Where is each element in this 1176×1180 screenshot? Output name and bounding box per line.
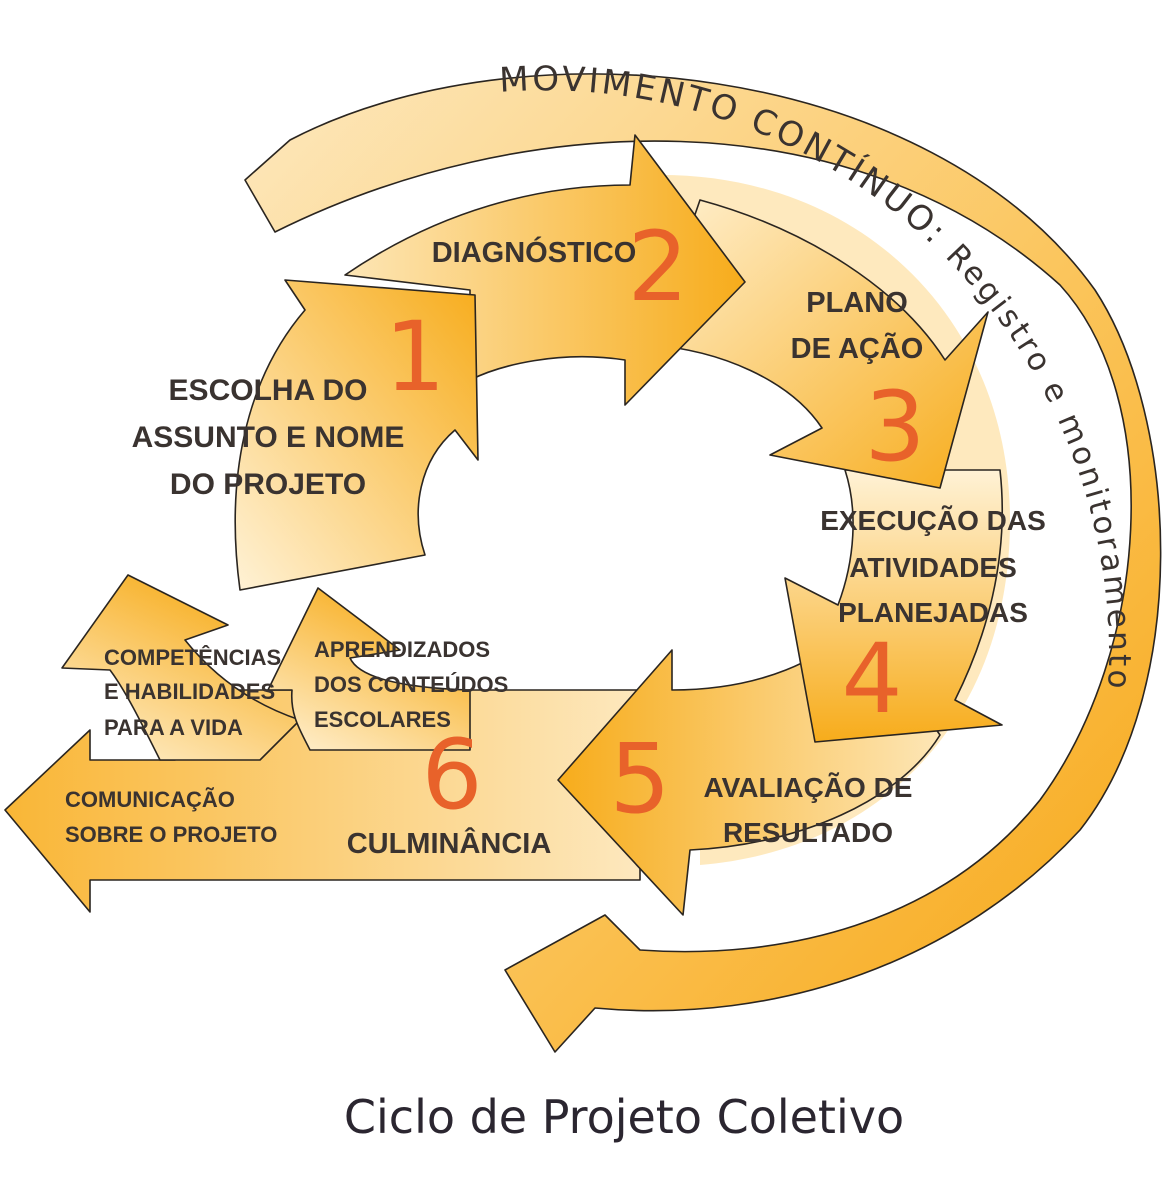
step-5-label: AVALIAÇÃO DE RESULTADO: [704, 772, 913, 848]
svg-text:DIAGNÓSTICO: DIAGNÓSTICO: [432, 235, 637, 269]
svg-text:CULMINÂNCIA: CULMINÂNCIA: [347, 826, 552, 860]
svg-text:ATIVIDADES: ATIVIDADES: [849, 552, 1017, 583]
svg-text:E HABILIDADES: E HABILIDADES: [104, 679, 275, 704]
diagram-caption: Ciclo de Projeto Coletivo: [344, 1090, 904, 1144]
svg-text:COMUNICAÇÃO: COMUNICAÇÃO: [65, 787, 235, 812]
svg-text:COMPETÊNCIAS: COMPETÊNCIAS: [104, 645, 281, 670]
arrow-aprendizados: [267, 587, 471, 751]
step-1-number: 1: [384, 301, 445, 413]
step-3-label: PLANO DE AÇÃO: [791, 287, 924, 365]
svg-text:AVALIAÇÃO DE: AVALIAÇÃO DE: [704, 772, 913, 803]
step-5-number: 5: [609, 723, 670, 835]
svg-text:PLANO: PLANO: [806, 287, 908, 319]
svg-text:PARA A VIDA: PARA A VIDA: [104, 715, 243, 740]
svg-text:DOS CONTEÚDOS: DOS CONTEÚDOS: [314, 672, 508, 697]
svg-text:APRENDIZADOS: APRENDIZADOS: [314, 637, 490, 662]
output-competencias-label: COMPETÊNCIAS E HABILIDADES PARA A VIDA: [104, 645, 281, 740]
output-comunicacao-label: COMUNICAÇÃO SOBRE O PROJETO: [65, 787, 277, 847]
svg-text:DE AÇÃO: DE AÇÃO: [791, 331, 924, 365]
svg-text:DO PROJETO: DO PROJETO: [170, 468, 366, 501]
step-6-label: CULMINÂNCIA: [347, 826, 552, 860]
step-2-label: DIAGNÓSTICO: [432, 235, 637, 269]
arrow-4: [784, 469, 1003, 743]
svg-text:ESCOLHA DO: ESCOLHA DO: [169, 374, 368, 407]
step-2-number: 2: [627, 211, 688, 323]
svg-text:EXECUÇÃO DAS: EXECUÇÃO DAS: [820, 505, 1046, 536]
svg-text:SOBRE O PROJETO: SOBRE O PROJETO: [65, 822, 277, 847]
arrow-2: [344, 134, 746, 406]
outer-continuous-arrow: [244, 73, 1162, 1053]
output-aprendizados-label: APRENDIZADOS DOS CONTEÚDOS ESCOLARES: [314, 637, 508, 732]
step-3-number: 3: [864, 371, 925, 483]
arrow-1: [234, 279, 479, 591]
svg-text:RESULTADO: RESULTADO: [723, 817, 893, 848]
arrow-competencias: [61, 574, 301, 761]
svg-text:PLANEJADAS: PLANEJADAS: [838, 597, 1028, 628]
step-4-label: EXECUÇÃO DAS ATIVIDADES PLANEJADAS: [820, 505, 1046, 628]
step-6-number: 6: [421, 719, 482, 831]
step-4-number: 4: [841, 623, 902, 735]
step-1-label: ESCOLHA DO ASSUNTO E NOME DO PROJETO: [132, 374, 405, 501]
svg-text:ESCOLARES: ESCOLARES: [314, 707, 451, 732]
svg-text:ASSUNTO E NOME: ASSUNTO E NOME: [132, 421, 405, 454]
